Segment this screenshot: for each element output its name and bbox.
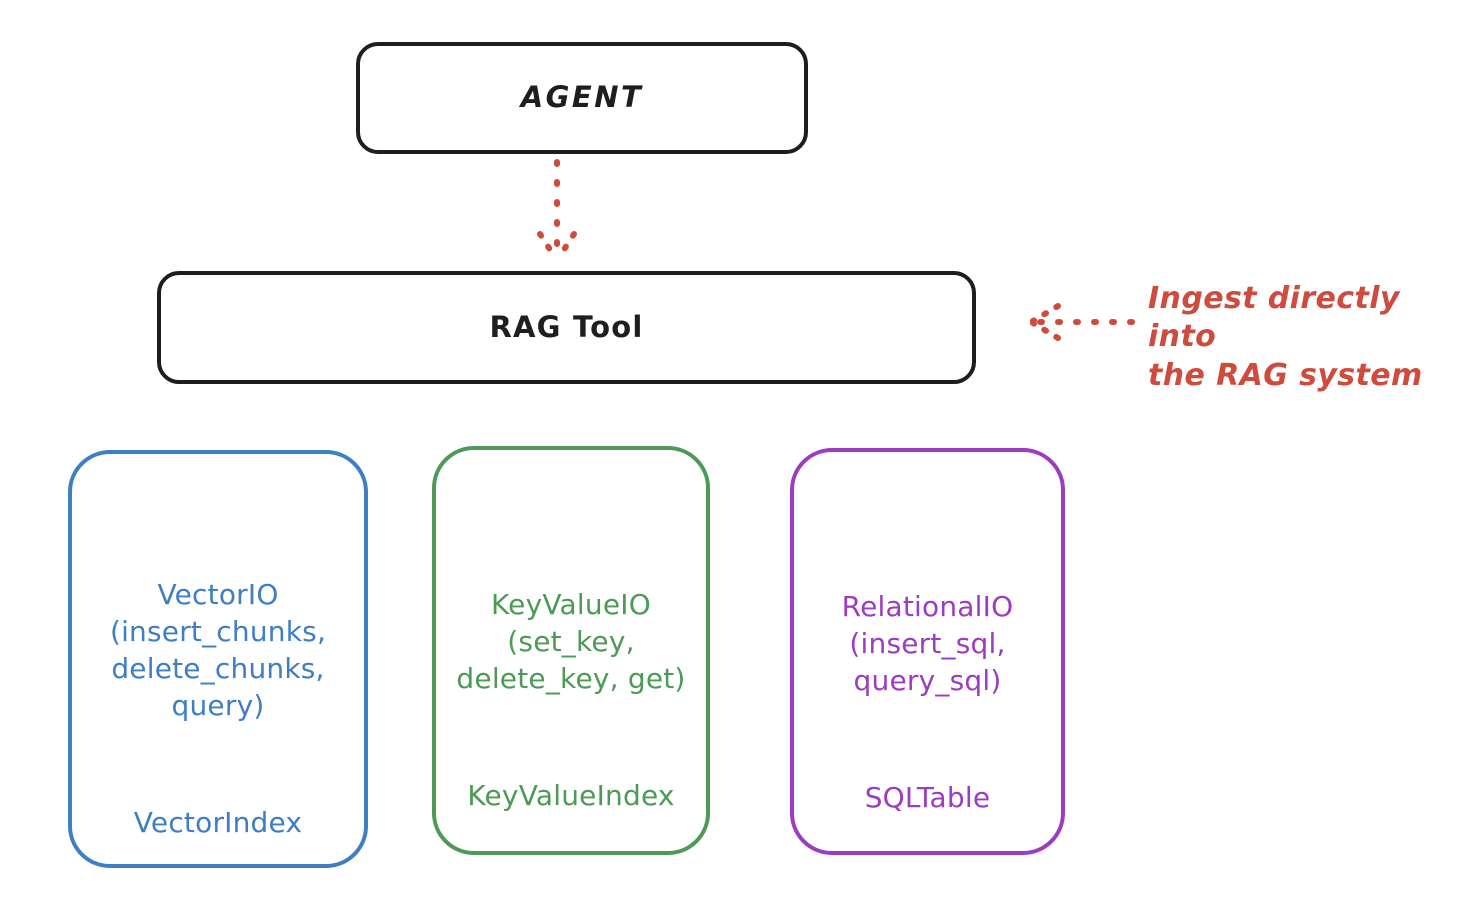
annotation-ingest: Ingest directly into the RAG system [1148, 281, 1423, 393]
node-vector-io-index: VectorIndex [133, 806, 303, 840]
node-vector-io-api: VectorIO (insert_chunks, delete_chunks, … [109, 577, 327, 722]
node-relational-io-index: SQLTable [864, 781, 991, 815]
node-relational-io[interactable]: RelationalIO (insert_sql, query_sql) SQL… [790, 448, 1065, 855]
node-vector-io-content: VectorIO (insert_chunks, delete_chunks, … [72, 540, 364, 879]
arrowhead-top-barb-icon [1030, 303, 1061, 324]
arrowhead-bottom-barb-icon [1030, 320, 1061, 341]
edge-ingest-to-rag-tool [1030, 303, 1135, 341]
node-keyvalue-io[interactable]: KeyValueIO (set_key, delete_key, get) Ke… [432, 446, 710, 855]
node-vector-io[interactable]: VectorIO (insert_chunks, delete_chunks, … [68, 450, 368, 868]
node-agent-label: AGENT [520, 80, 644, 115]
arrowhead-right-barb-icon [555, 231, 577, 262]
node-rag-tool-label: RAG Tool [489, 309, 644, 344]
node-keyvalue-io-api: KeyValueIO (set_key, delete_key, get) [456, 587, 686, 695]
node-rag-tool[interactable]: RAG Tool [157, 271, 976, 384]
node-keyvalue-io-index: KeyValueIndex [467, 779, 675, 813]
edge-agent-to-rag-tool [537, 159, 577, 262]
arrowhead-left-barb-icon [537, 231, 559, 262]
node-relational-io-api: RelationalIO (insert_sql, query_sql) [841, 589, 1014, 697]
node-keyvalue-io-content: KeyValueIO (set_key, delete_key, get) Ke… [436, 550, 706, 852]
node-agent[interactable]: AGENT [356, 42, 808, 154]
node-relational-io-content: RelationalIO (insert_sql, query_sql) SQL… [794, 552, 1061, 854]
